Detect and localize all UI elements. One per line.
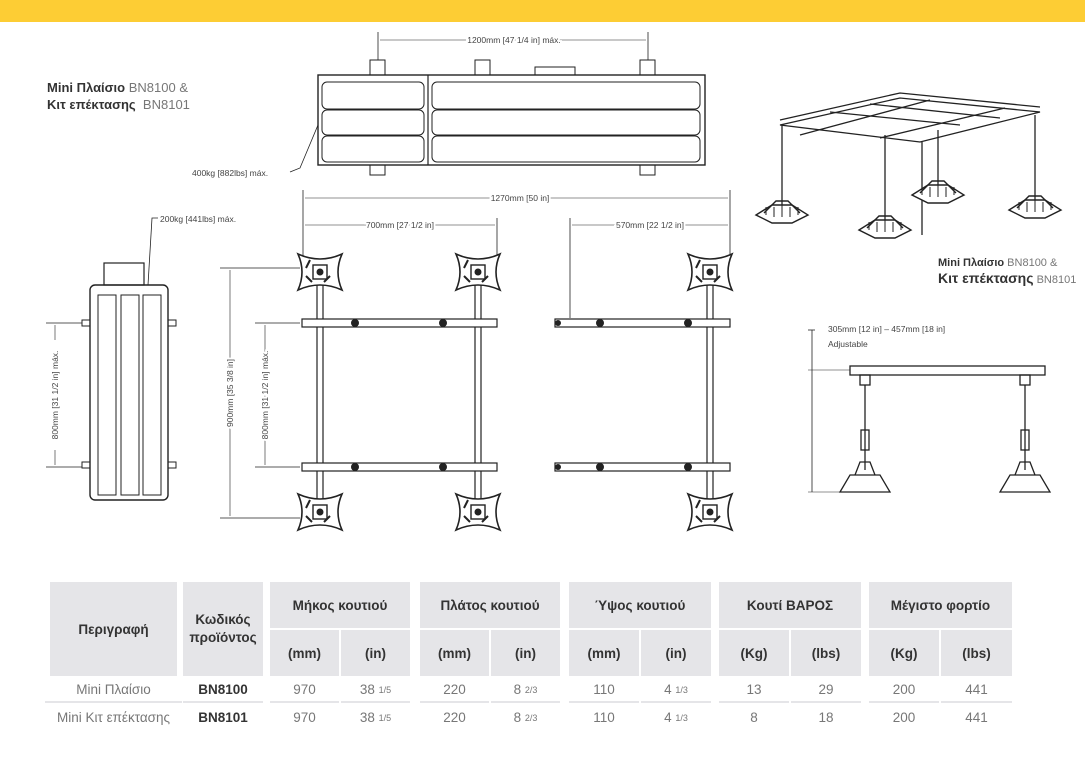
plan-view-drawing <box>220 190 733 531</box>
cell-length-mm: 970 <box>293 710 316 725</box>
fraction: 1/5 <box>378 684 392 695</box>
title-name: Mini Πλαίσιο <box>47 80 126 95</box>
header-height: Ύψος κουτιού <box>569 582 711 628</box>
header-description: Περιγραφή <box>50 582 177 676</box>
dimension-frame-width: 700mm [27 1/2 in] <box>366 220 434 230</box>
unit-in: (in) <box>641 630 711 676</box>
dimension-rail-spacing: 800mm [31 1/2 in] máx. <box>260 351 270 440</box>
cell-description: Mini Πλαίσιο <box>45 678 182 703</box>
cell-length-in: 38 1/5 <box>341 705 410 730</box>
whole: 4 <box>664 710 672 725</box>
fraction: 1/3 <box>675 684 688 695</box>
cell-load-kg: 200 <box>869 678 939 703</box>
cell-height-mm: 110 <box>569 678 639 703</box>
cell-load-lbs: 441 <box>941 678 1012 703</box>
title-code: BN8100 & <box>128 80 189 95</box>
whole: 8 <box>513 710 522 725</box>
cell-weight-lbs: 18 <box>818 710 834 725</box>
product-title-right: Mini Πλαίσιο BN8100 & Κιτ επέκτασης BN81… <box>938 256 1076 288</box>
unit-in: (in) <box>491 630 560 676</box>
dimension-leg-height: 305mm [12 in] – 457mm [18 in] <box>828 324 945 334</box>
cell-weight-kg: 13 <box>719 678 789 703</box>
unit-lbs: (lbs) <box>941 630 1012 676</box>
title-code: BN8100 & <box>1007 257 1058 269</box>
cell-weight-kg: 8 <box>750 710 758 725</box>
cell-load-lbs: 441 <box>965 710 988 725</box>
unit-lbs: (lbs) <box>791 630 861 676</box>
top-view-drawing <box>289 32 706 176</box>
cell-code: BN8101 <box>198 710 248 725</box>
cell-length-in: 38 1/5 <box>341 678 410 703</box>
title-name: Mini Πλαίσιο <box>938 257 1005 269</box>
cell-width-in: 8 2/3 <box>491 705 560 730</box>
isometric-view-drawing <box>755 92 1062 239</box>
whole: 38 <box>359 682 375 697</box>
brand-header-bar <box>0 0 1085 22</box>
cell-load-kg: 200 <box>892 710 916 725</box>
unit-kg: (Kg) <box>719 630 789 676</box>
dimension-side-load: 200kg [441lbs] máx. <box>160 214 236 224</box>
unit-kg: (Kg) <box>869 630 939 676</box>
cell-height-in: 4 1/3 <box>641 678 711 703</box>
title-name: Κιτ επέκτασης <box>938 270 1034 286</box>
elevation-view-drawing <box>808 329 1052 493</box>
fraction: 1/5 <box>378 712 392 723</box>
whole: 38 <box>359 710 375 725</box>
header-max-load: Μέγιστο φορτίο <box>869 582 1012 628</box>
unit-mm: (mm) <box>569 630 639 676</box>
side-view-drawing <box>46 217 177 501</box>
fraction: 1/3 <box>675 712 688 723</box>
cell-height-mm: 110 <box>593 710 615 725</box>
whole: 4 <box>664 682 672 697</box>
cell-weight-lbs: 29 <box>791 678 861 703</box>
title-code: BN8101 <box>142 97 190 112</box>
header-width: Πλάτος κουτιού <box>420 582 560 628</box>
header-code: Κωδικός προϊόντος <box>183 582 263 676</box>
fraction: 2/3 <box>524 684 538 695</box>
cell-width-mm: 220 <box>420 678 489 703</box>
dimension-side-height: 800mm [31 1/2 in] máx. <box>50 351 60 440</box>
cell-description: Mini Κιτ επέκτασης <box>57 710 170 725</box>
dimension-leg-adjust: Adjustable <box>828 339 868 349</box>
unit-in: (in) <box>341 630 410 676</box>
dimension-overall-width: 1270mm [50 in] <box>491 193 550 203</box>
unit-mm: (mm) <box>270 630 339 676</box>
cell-code: BN8100 <box>183 678 263 703</box>
product-title-top: Mini Πλαίσιο BN8100 & Κιτ επέκτασης BN81… <box>47 79 190 113</box>
dimension-top-load: 400kg [882lbs] máx. <box>192 168 268 178</box>
header-length: Μήκος κουτιού <box>270 582 410 628</box>
cell-width-mm: 220 <box>443 710 466 725</box>
technical-drawings: 1200mm [47 1/4 in] máx. 400kg [882lbs] m… <box>46 32 1062 531</box>
title-name: Κιτ επέκτασης <box>47 97 136 112</box>
cell-height-in: 4 1/3 <box>641 705 711 730</box>
whole: 8 <box>513 682 522 697</box>
cell-width-in: 8 2/3 <box>491 678 560 703</box>
fraction: 2/3 <box>524 712 538 723</box>
dimension-ext-width: 570mm [22 1/2 in] <box>616 220 684 230</box>
header-weight: Κουτί ΒΑΡΟΣ <box>719 582 861 628</box>
dimension-top-width: 1200mm [47 1/4 in] máx. <box>467 35 561 45</box>
unit-mm: (mm) <box>420 630 489 676</box>
cell-length-mm: 970 <box>270 678 339 703</box>
title-code: BN8101 <box>1036 274 1077 286</box>
dimension-frame-depth: 900mm [35 3/8 in] <box>225 359 235 427</box>
